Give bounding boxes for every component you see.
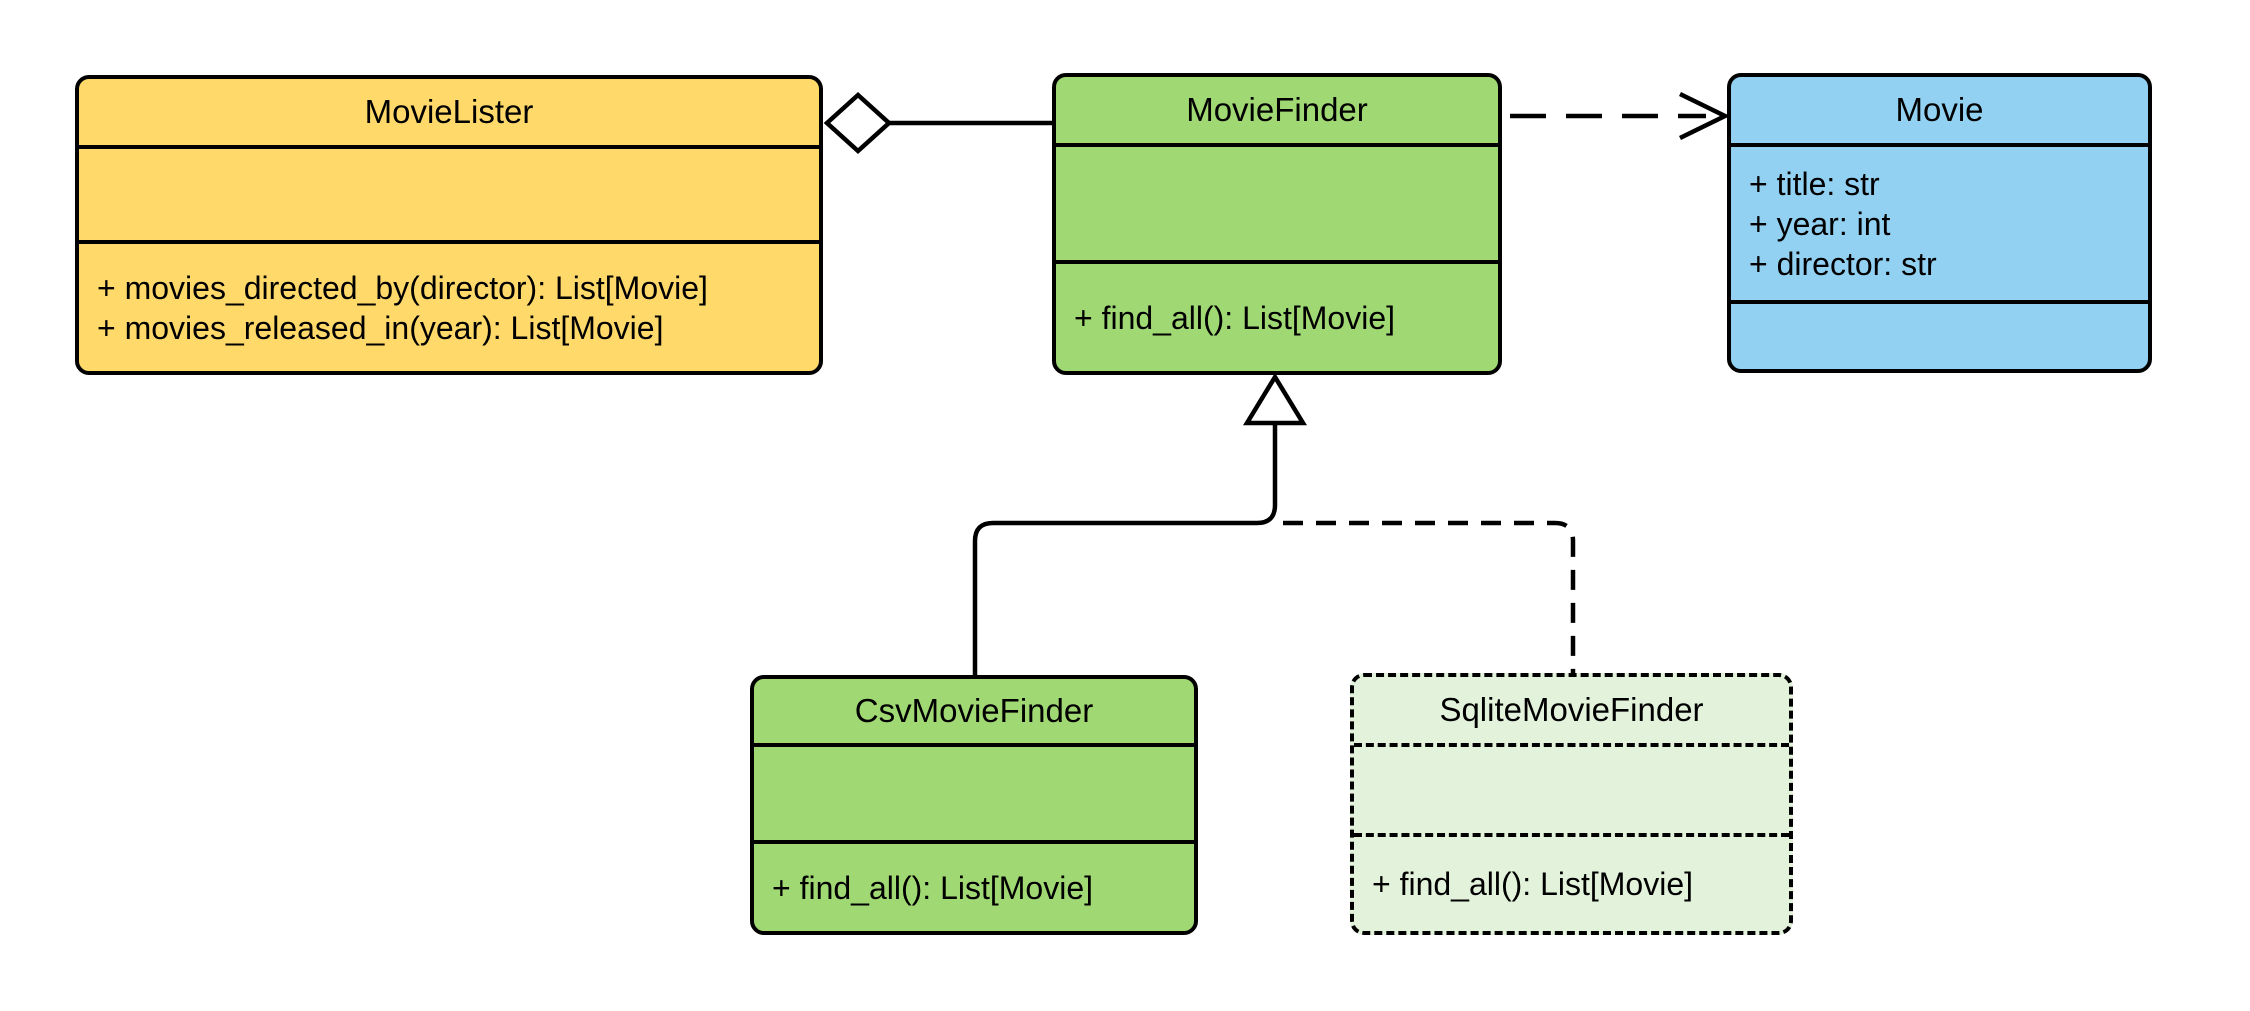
attributes-compartment <box>1354 743 1789 833</box>
realization-dashed-line <box>1283 520 1576 673</box>
attribute-label: + director: str <box>1749 245 1937 282</box>
class-movielister: MovieLister + movies_directed_by(directo… <box>75 75 823 375</box>
class-title: Movie <box>1895 91 1984 128</box>
class-title: SqliteMovieFinder <box>1439 691 1704 728</box>
attribute-label: + year: int <box>1749 205 1891 242</box>
class-moviefinder: MovieFinder + find_all(): List[Movie] <box>1052 73 1502 375</box>
methods-compartment: + movies_directed_by(director): List[Mov… <box>79 240 819 371</box>
class-csvmoviefinder: CsvMovieFinder + find_all(): List[Movie] <box>750 675 1198 935</box>
class-title: MovieFinder <box>1186 91 1368 128</box>
attributes-compartment <box>754 743 1194 840</box>
dependency-open-arrowhead-icon <box>1679 91 1731 141</box>
attributes-compartment <box>1056 143 1498 260</box>
attributes-compartment <box>79 145 819 240</box>
methods-compartment: + find_all(): List[Movie] <box>754 840 1194 931</box>
class-sqlitemoviefinder: SqliteMovieFinder + find_all(): List[Mov… <box>1350 673 1793 935</box>
class-title: CsvMovieFinder <box>854 692 1094 729</box>
methods-compartment <box>1731 300 2148 369</box>
attributes-compartment: + title: str + year: int + director: str <box>1731 143 2148 300</box>
method-label: + movies_released_in(year): List[Movie] <box>97 309 664 346</box>
aggregation-diamond-icon <box>823 91 893 155</box>
inheritance-triangle-icon <box>1242 372 1308 426</box>
method-label: + movies_directed_by(director): List[Mov… <box>97 269 708 306</box>
class-title: MovieLister <box>364 93 534 130</box>
attribute-label: + title: str <box>1749 165 1880 202</box>
methods-compartment: + find_all(): List[Movie] <box>1354 833 1789 931</box>
class-movie: Movie + title: str + year: int + directo… <box>1727 73 2152 373</box>
methods-compartment: + find_all(): List[Movie] <box>1056 260 1498 371</box>
generalization-line <box>972 423 1278 675</box>
method-label: + find_all(): List[Movie] <box>772 869 1094 906</box>
method-label: + find_all(): List[Movie] <box>1372 866 1694 902</box>
method-label: + find_all(): List[Movie] <box>1074 299 1396 336</box>
